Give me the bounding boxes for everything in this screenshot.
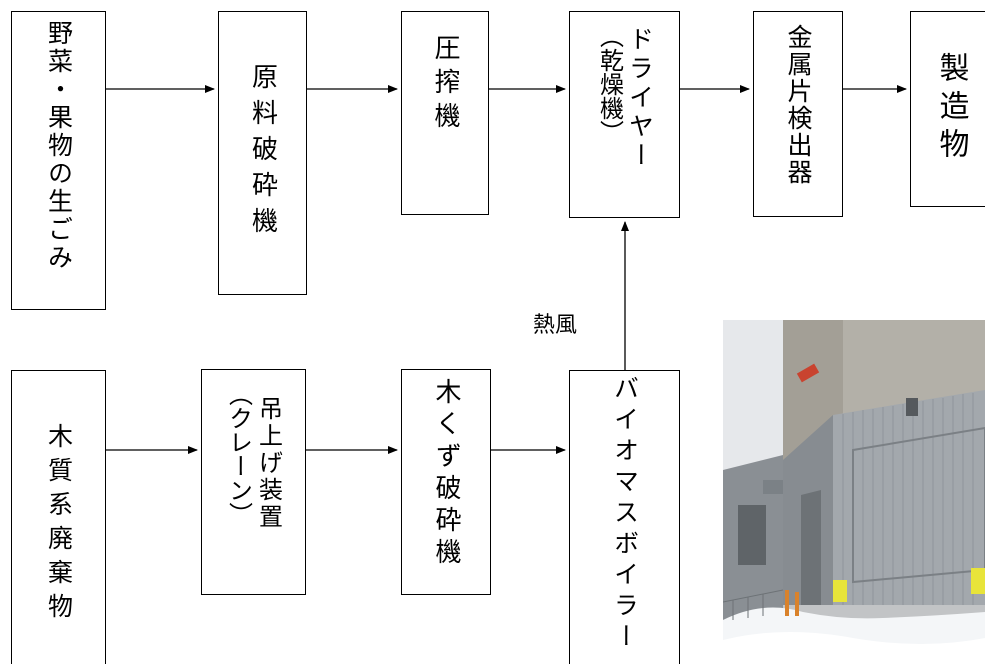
box-wood-crusher: 木くず破砕機 [401,369,491,595]
box-product: 製造物 [910,11,985,207]
box-raw-crusher-label: 原料破砕機 [247,63,278,243]
box-crane: 吊上げ装置 （クレーン） [201,369,306,595]
box-dryer-sublabel: （乾燥機） [595,24,624,144]
box-wood-waste: 木質系廃棄物 [11,370,106,664]
building-illustration [723,320,985,664]
box-metal-detector-label: 金属片検出器 [784,24,813,186]
box-dryer-label: ドライヤー [625,26,655,171]
box-raw-crusher: 原料破砕機 [218,11,307,295]
box-product-label: 製造物 [933,52,969,166]
box-dryer: ドライヤー （乾燥機） [569,11,680,218]
building-photo [723,320,985,664]
box-press-label: 圧搾機 [430,34,460,136]
box-vegetable-waste: 野菜・果物の生ごみ [11,11,106,310]
box-crane-label: 吊上げ装置 [254,396,283,531]
box-biomass-boiler: バイオマスボイラー [569,370,680,664]
box-metal-detector: 金属片検出器 [753,11,843,217]
box-wood-waste-label: 木質系廃棄物 [44,423,74,627]
box-wood-crusher-label: 木くず破砕機 [431,378,461,570]
box-press: 圧搾機 [401,11,489,215]
box-crane-sublabel: （クレーン） [224,382,253,526]
hot-air-label: 熱風 [533,313,578,338]
box-vegetable-waste-label: 野菜・果物の生ごみ [44,20,74,272]
box-biomass-boiler-label: バイオマスボイラー [610,375,640,654]
